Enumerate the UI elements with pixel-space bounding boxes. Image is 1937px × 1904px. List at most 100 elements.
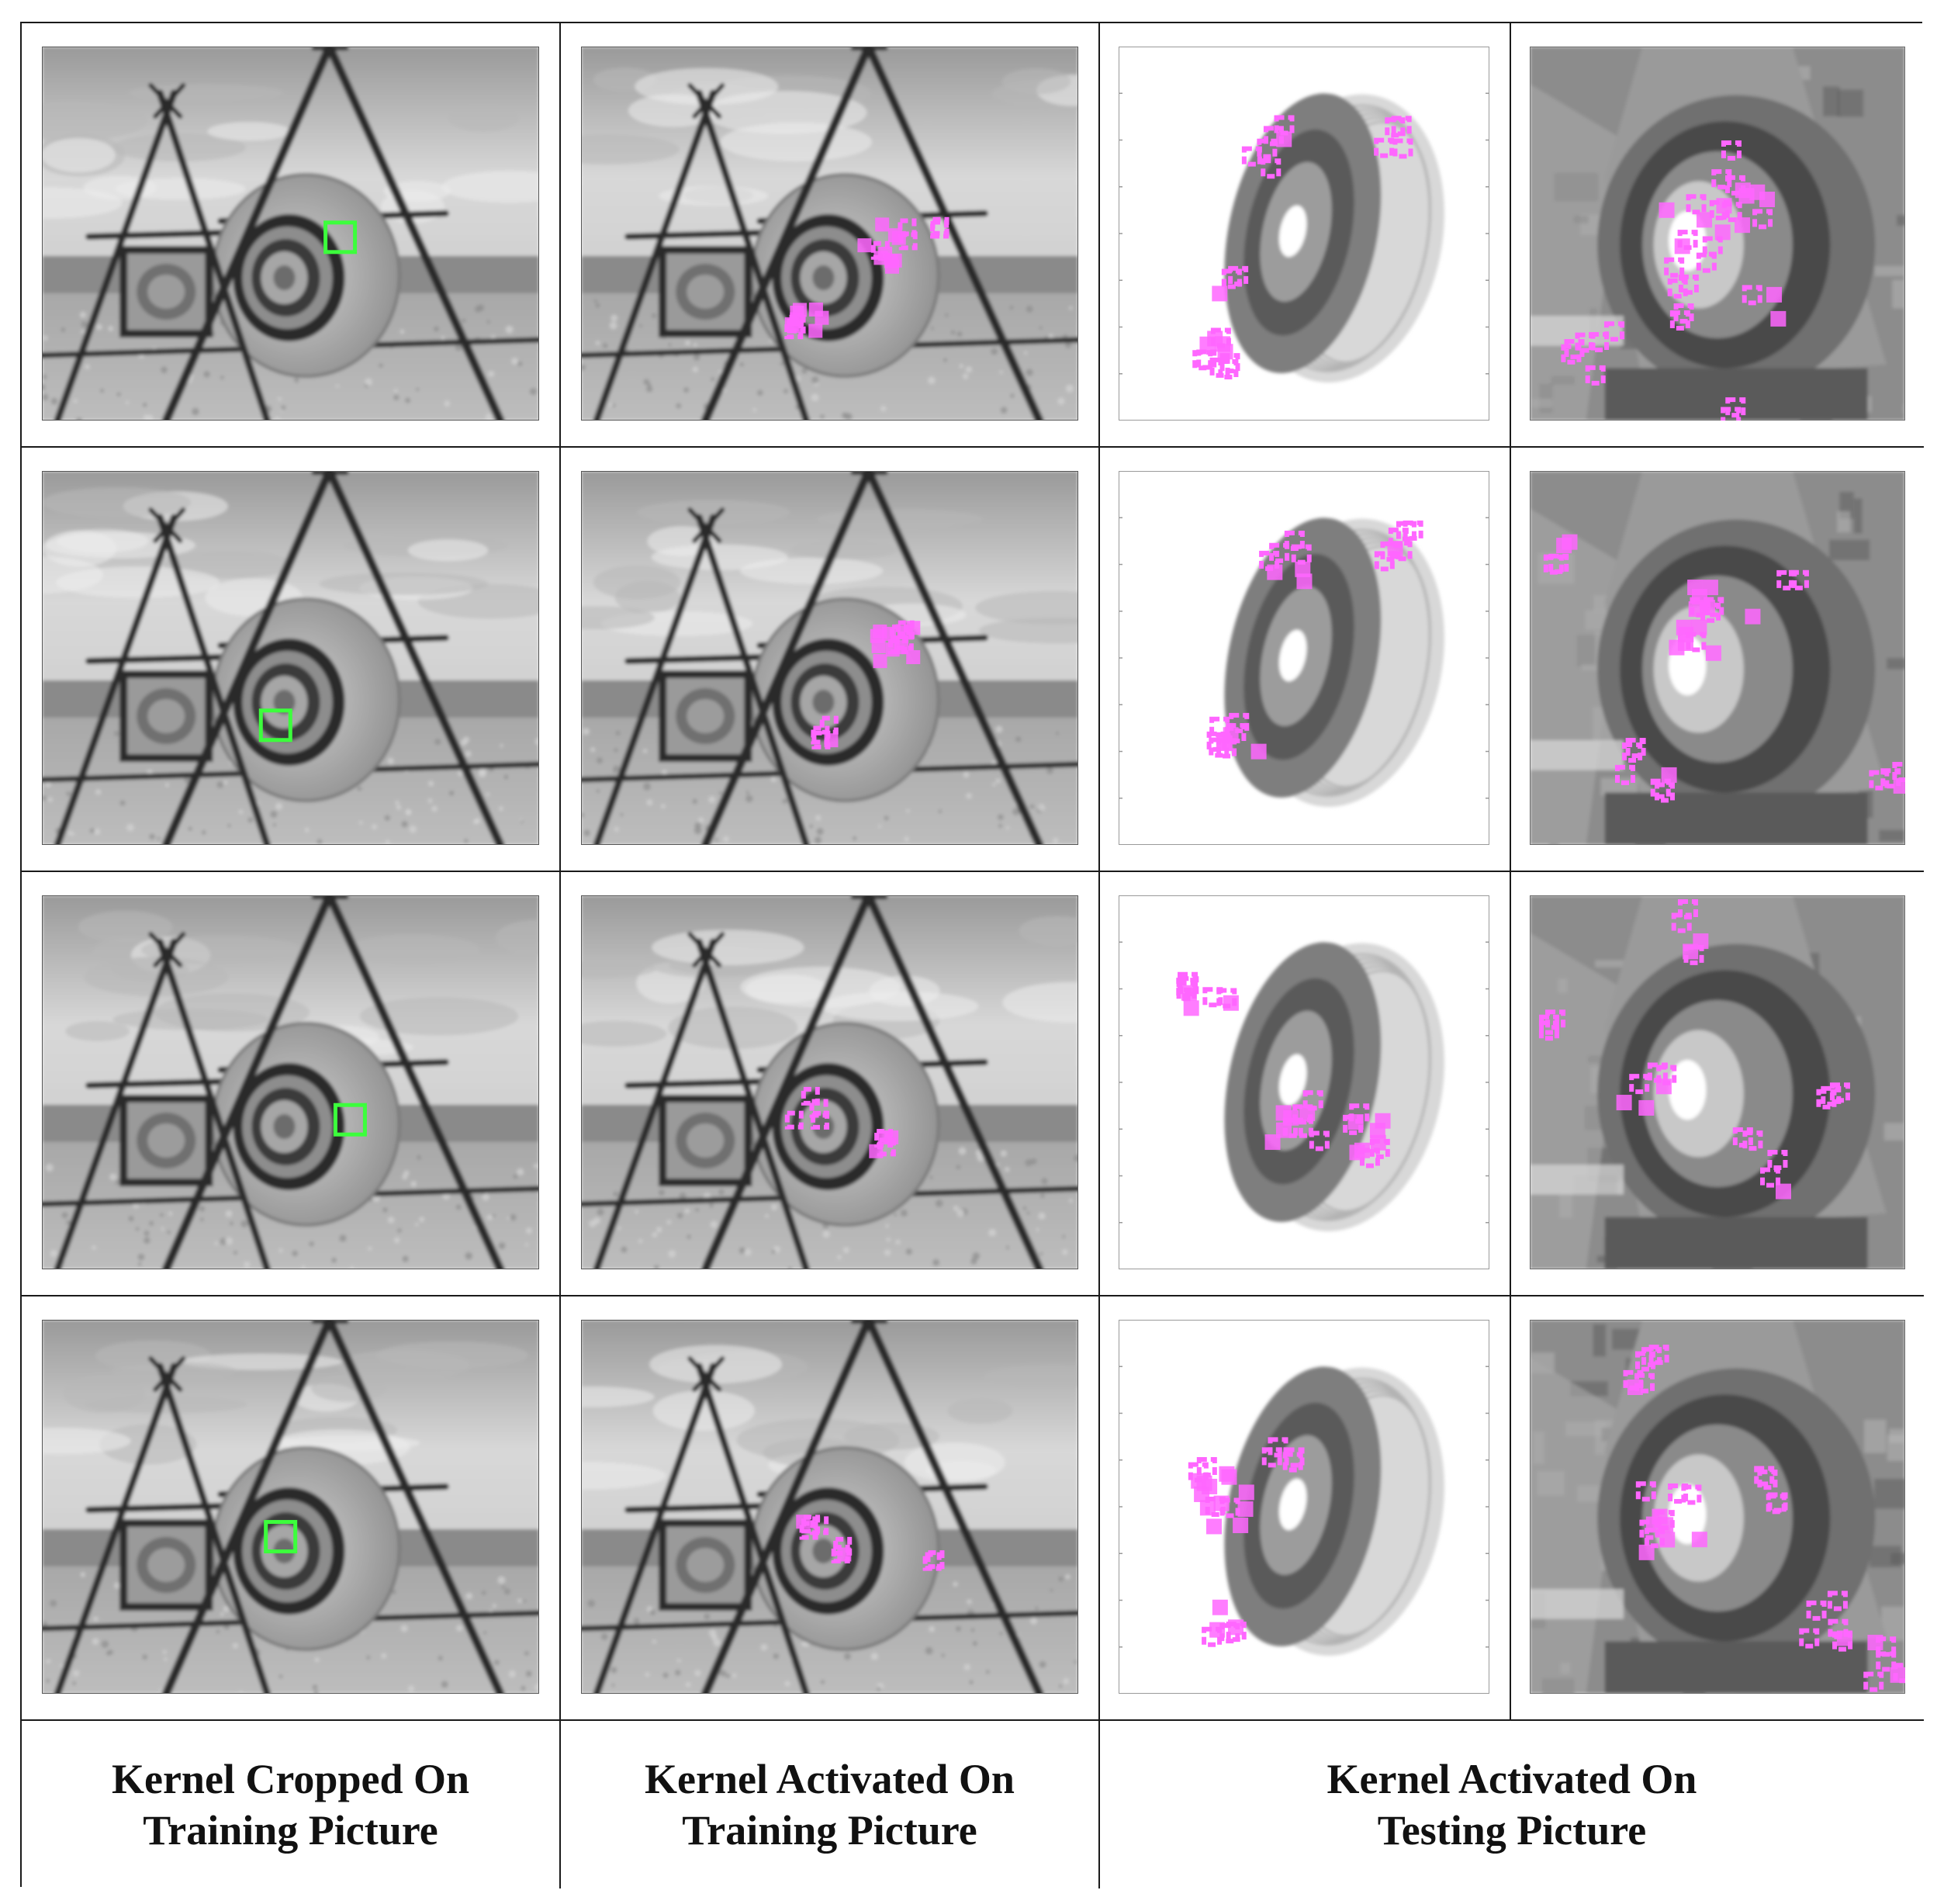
panel-image [581, 47, 1078, 421]
activation-marker [871, 639, 886, 653]
activation-marker [808, 324, 823, 338]
panel-image [1119, 1320, 1489, 1694]
activation-marker [796, 1515, 811, 1529]
activation-marker [1216, 735, 1232, 751]
activation-marker [1705, 645, 1721, 661]
activation-marker [1202, 1626, 1223, 1647]
activation-marker [1221, 1469, 1237, 1485]
activation-marker [1775, 1183, 1791, 1200]
panel-r4-kernel-activated-training [561, 1296, 1100, 1721]
activation-marker [1735, 217, 1751, 234]
activation-marker [891, 230, 906, 245]
activation-marker [1199, 336, 1216, 352]
activation-marker [1676, 619, 1692, 635]
kernel-box [264, 1520, 298, 1554]
panel-image [1119, 47, 1489, 421]
caption-kernel-activated-testing: Kernel Activated On Testing Picture [1100, 1721, 1924, 1888]
activation-marker [1202, 1478, 1218, 1494]
caption-line: Training Picture [682, 1807, 977, 1854]
panel-r1-kernel-activated-training [561, 23, 1100, 448]
activation-marker [810, 1110, 829, 1130]
activation-marker [1677, 635, 1693, 651]
activation-marker [885, 642, 900, 657]
activation-marker [898, 218, 917, 237]
panel-image [1119, 895, 1489, 1269]
panel-image [1530, 47, 1905, 421]
activation-marker [792, 303, 807, 317]
activation-marker [1691, 619, 1707, 635]
caption-kernel-activated-training: Kernel Activated On Training Picture [561, 1721, 1100, 1888]
activation-marker [1667, 278, 1688, 299]
panel-r2-kernel-activated-training [561, 448, 1100, 872]
activation-marker [1745, 608, 1761, 625]
activation-marker [1347, 1114, 1364, 1130]
caption-line: Testing Picture [1377, 1807, 1647, 1854]
panel-r1-testing-tire [1100, 23, 1511, 448]
activation-marker [890, 624, 909, 643]
panel-image [581, 471, 1078, 845]
activation-marker [1217, 344, 1233, 360]
activation-marker [1370, 1134, 1386, 1151]
activation-marker [1202, 987, 1223, 1008]
activation-marker [873, 654, 887, 669]
activation-marker [1199, 1500, 1216, 1516]
activation-marker [1392, 138, 1413, 159]
caption-kernel-cropped-training: Kernel Cropped On Training Picture [22, 1721, 561, 1888]
caption-line: Kernel Activated On [1326, 1756, 1697, 1802]
panel-image [581, 895, 1078, 1269]
activation-marker [1711, 169, 1732, 190]
panel-r2-testing-wheel [1511, 448, 1924, 872]
activation-marker [1749, 184, 1766, 200]
caption-line: Kernel Activated On [645, 1756, 1015, 1802]
panel-r3-kernel-cropped [22, 872, 561, 1296]
activation-marker [1683, 943, 1699, 960]
panel-image [1530, 895, 1905, 1269]
activation-marker [873, 624, 887, 639]
panel-r4-testing-tire [1100, 1296, 1511, 1721]
activation-marker [1766, 286, 1783, 303]
activation-marker [1209, 357, 1230, 378]
figure-grid: Kernel Cropped On Training Picture Kerne… [20, 22, 1924, 1888]
panel-image [1119, 471, 1489, 845]
panel-r4-testing-wheel [1511, 1296, 1924, 1721]
activation-marker [1869, 770, 1890, 791]
activation-marker [1669, 310, 1690, 331]
panel-image [42, 1320, 539, 1694]
activation-marker [1629, 1074, 1650, 1095]
activation-marker [1673, 303, 1694, 324]
activation-marker [1212, 1599, 1228, 1615]
activation-marker [1205, 1518, 1222, 1535]
panel-r1-testing-wheel [1511, 23, 1924, 448]
panel-image [42, 471, 539, 845]
activation-marker [810, 1516, 829, 1535]
activation-marker [1228, 1619, 1244, 1636]
activation-marker [898, 625, 913, 640]
activation-marker [1742, 285, 1762, 306]
panel-image [1530, 1320, 1905, 1694]
activation-marker [1267, 564, 1283, 580]
panel-r1-kernel-cropped [22, 23, 561, 448]
activation-marker [1556, 538, 1572, 554]
activation-marker [1561, 344, 1582, 365]
activation-marker [1806, 1600, 1827, 1621]
activation-marker [1770, 310, 1787, 327]
activation-marker [1233, 1517, 1249, 1533]
activation-marker [1659, 202, 1675, 218]
activation-marker [1589, 332, 1610, 353]
caption-line: Training Picture [143, 1807, 438, 1854]
activation-marker [1697, 212, 1713, 228]
activation-marker [811, 725, 830, 745]
panel-r3-kernel-activated-training [561, 872, 1100, 1296]
activation-marker [819, 715, 839, 735]
kernel-box [333, 1103, 367, 1137]
panel-image [581, 1320, 1078, 1694]
activation-marker [1585, 365, 1606, 386]
activation-marker [1828, 1618, 1849, 1639]
activation-marker [906, 649, 921, 664]
activation-marker [1735, 182, 1751, 199]
panel-r3-testing-wheel [1511, 872, 1924, 1296]
activation-marker [1212, 286, 1228, 302]
activation-marker [1659, 1532, 1676, 1548]
activation-marker [1250, 743, 1267, 760]
activation-marker [1369, 1123, 1385, 1139]
